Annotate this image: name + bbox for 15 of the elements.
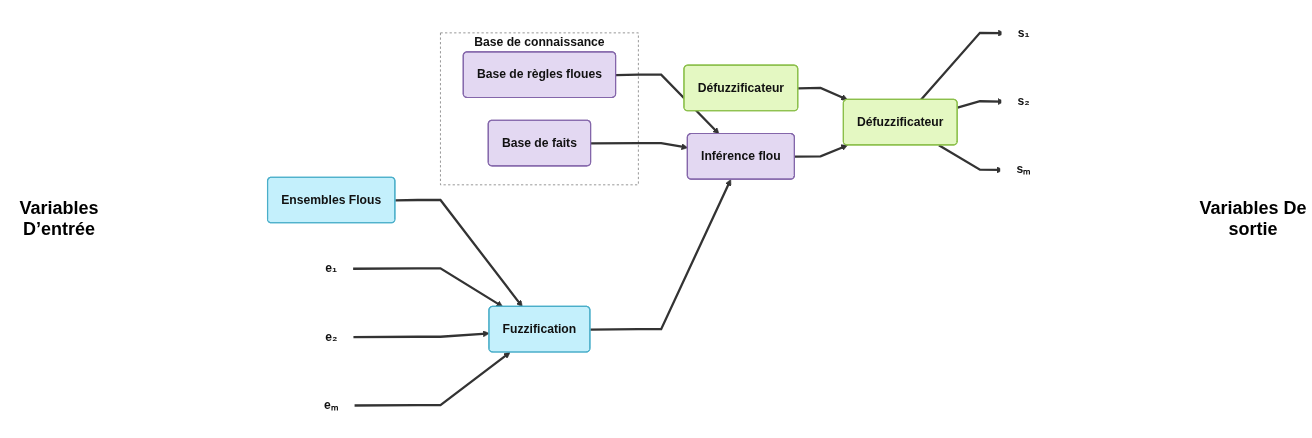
node-text: sₘ bbox=[1016, 162, 1031, 176]
arrow bbox=[590, 141, 688, 150]
io-variables-label: Variables De sortie bbox=[1198, 198, 1308, 240]
node-text: s₂ bbox=[1017, 94, 1030, 108]
arrow bbox=[351, 267, 503, 308]
node-text: e₁ bbox=[325, 261, 338, 275]
node-text: e₂ bbox=[325, 329, 338, 343]
arrow bbox=[395, 198, 523, 308]
io-variables-label: Variables D’entrée bbox=[18, 198, 100, 240]
node-text: eₘ bbox=[324, 398, 339, 412]
node-text: s₁ bbox=[1017, 26, 1030, 39]
arrow bbox=[794, 144, 848, 158]
arrow bbox=[798, 86, 848, 101]
arrow bbox=[590, 179, 732, 331]
arrow bbox=[615, 73, 720, 135]
